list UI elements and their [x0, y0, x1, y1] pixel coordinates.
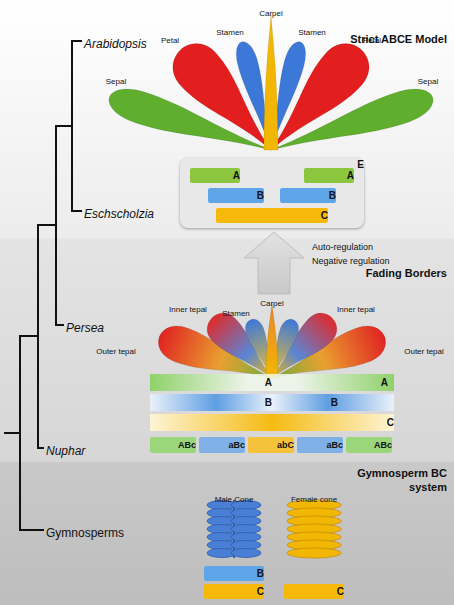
- gene-class-label: C: [321, 210, 328, 222]
- organ-label: Stamen: [298, 28, 326, 38]
- organ-label: Petal: [161, 36, 179, 46]
- label-holder: Petal: [161, 29, 179, 47]
- panel-heading: Fading Borders: [366, 266, 447, 280]
- floral-organ: [264, 15, 278, 150]
- gene-box: B: [204, 566, 264, 581]
- organ-label: Stamen: [216, 28, 244, 38]
- panel-ground: [0, 238, 454, 462]
- gene-class-label: B: [265, 397, 272, 409]
- gene-class-label: A: [347, 170, 354, 182]
- gene-box: B: [280, 188, 336, 203]
- label-holder: Auto-regulation: [312, 236, 373, 254]
- gene-class-label: ABc: [374, 440, 392, 451]
- gene-cell: aBc: [297, 437, 343, 453]
- cone-label: Female cone: [291, 495, 337, 505]
- organ-label: Sepal: [106, 77, 126, 87]
- label-holder: Nuphar: [46, 441, 85, 459]
- label-holder: Stamen: [216, 21, 244, 39]
- gene-band: AA: [150, 374, 394, 391]
- gene-box-group: AABBCE: [180, 158, 364, 228]
- taxon-name: Persea: [66, 321, 104, 335]
- label-holder: Outer tepal: [96, 340, 136, 358]
- regulation-note: Auto-regulation: [312, 242, 373, 253]
- gene-class-label: C: [257, 586, 264, 598]
- panel-band: AABBCABcaBcabCaBcABcFading Borders: [0, 238, 454, 462]
- panel-heading: Strict ABCE Model: [350, 32, 447, 46]
- cone-scale: [287, 548, 341, 558]
- gene-class-label: abC: [277, 440, 294, 451]
- gene-cell: abC: [248, 437, 294, 453]
- label-holder: Arabidopsis: [84, 34, 147, 52]
- regulation-note: Negative regulation: [312, 256, 390, 267]
- label-holder: Outer tepal: [404, 340, 444, 358]
- gene-band: C: [150, 414, 394, 431]
- gene-class-label: ABc: [178, 440, 196, 451]
- panel-band: AABBCEStrict ABCE Model: [0, 0, 454, 238]
- taxon-name: Gymnosperms: [46, 526, 124, 540]
- gene-box: C: [204, 584, 264, 599]
- organ-label: Outer tepal: [404, 347, 444, 357]
- organ-label: Inner tepal: [337, 305, 375, 315]
- gene-box: C: [216, 208, 328, 223]
- gene-class-label: B: [331, 397, 338, 409]
- cone-label: Male Cone: [215, 495, 254, 505]
- floral-organ: [266, 304, 278, 378]
- label-holder: Male Cone: [215, 488, 254, 506]
- organ-label: Stamen: [222, 309, 250, 319]
- gene-class-label: A: [233, 170, 240, 182]
- label-holder: Carpel: [259, 2, 283, 20]
- gene-class-label: B: [257, 190, 264, 202]
- gene-class-label: E: [357, 159, 364, 171]
- gene-class-label: C: [337, 586, 344, 598]
- phylogenetic-tree: [4, 41, 82, 530]
- gene-band: BB: [150, 394, 394, 411]
- panel-ground: [0, 462, 454, 605]
- gene-class-label: aBc: [326, 440, 343, 451]
- label-holder: Female cone: [291, 488, 337, 506]
- gene-cell: aBc: [199, 437, 245, 453]
- label-holder: Sepal: [106, 70, 126, 88]
- organ-label: Outer tepal: [96, 347, 136, 357]
- taxon-name: Nuphar: [46, 444, 85, 458]
- gene-cell: ABc: [150, 437, 196, 453]
- cone-illustration: [207, 500, 341, 558]
- taxon-name: Arabidopsis: [84, 37, 147, 51]
- label-holder: Persea: [66, 318, 104, 336]
- label-holder: Inner tepal: [169, 298, 207, 316]
- gene-class-label: aBc: [228, 440, 245, 451]
- taxon-name: Eschscholzia: [84, 207, 154, 221]
- panel-heading: Gymnosperm BC system: [357, 466, 447, 494]
- gene-class-label: A: [265, 377, 272, 389]
- label-holder: Negative regulation: [312, 250, 390, 268]
- gene-box: B: [208, 188, 264, 203]
- label-holder: Sepal: [418, 70, 438, 88]
- gene-class-label: B: [257, 568, 264, 580]
- panel-ground: [0, 0, 454, 238]
- cone-scale: [231, 549, 261, 558]
- gene-class-label: C: [387, 417, 394, 429]
- panel-band: BCCGymnosperm BC system: [0, 462, 454, 605]
- organ-label: Inner tepal: [169, 305, 207, 315]
- block-arrow: [244, 232, 304, 294]
- organ-label: Carpel: [260, 299, 284, 309]
- label-holder: Gymnosperms: [46, 523, 124, 541]
- label-holder: Eschscholzia: [84, 204, 154, 222]
- gene-box: A: [304, 168, 354, 183]
- gene-box: A: [190, 168, 240, 183]
- organ-label: Carpel: [259, 9, 283, 19]
- label-holder: Carpel: [260, 292, 284, 310]
- gene-class-label: A: [381, 377, 388, 389]
- label-holder: Stamen: [298, 21, 326, 39]
- organ-label: Sepal: [418, 77, 438, 87]
- gene-box: C: [284, 584, 344, 599]
- label-holder: Inner tepal: [337, 298, 375, 316]
- gene-cell: ABc: [346, 437, 392, 453]
- gene-class-label: B: [329, 190, 336, 202]
- label-holder: Stamen: [222, 302, 250, 320]
